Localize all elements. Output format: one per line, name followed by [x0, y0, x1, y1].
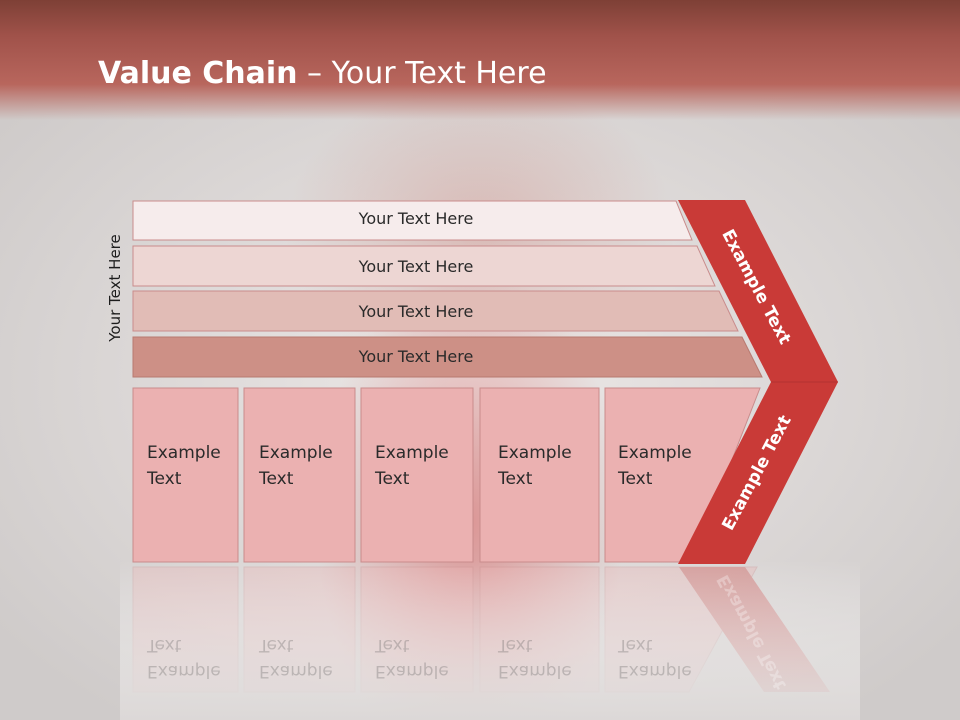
- bar-4-label: Your Text Here: [358, 347, 474, 366]
- bar-2-label: Your Text Here: [358, 257, 474, 276]
- reflection-fade: [120, 560, 860, 720]
- bar-2: [132, 245, 716, 287]
- bar-3: [132, 290, 739, 332]
- chevron-lower: [678, 382, 838, 564]
- bar-3-label: Your Text Here: [358, 302, 474, 321]
- cell-4: [479, 387, 600, 563]
- bar-4: [132, 336, 763, 378]
- cell-2: [243, 387, 356, 563]
- chevron-upper: [678, 200, 838, 382]
- title-band: Value Chain – Your Text Here: [0, 0, 960, 120]
- cell-3: [360, 387, 474, 563]
- cell-1: [132, 387, 239, 563]
- bar-1: [132, 200, 693, 241]
- page-title: Value Chain – Your Text Here: [98, 56, 547, 91]
- title-rest: – Your Text Here: [297, 56, 547, 91]
- title-bold: Value Chain: [98, 56, 298, 91]
- bar-1-label: Your Text Here: [358, 209, 474, 228]
